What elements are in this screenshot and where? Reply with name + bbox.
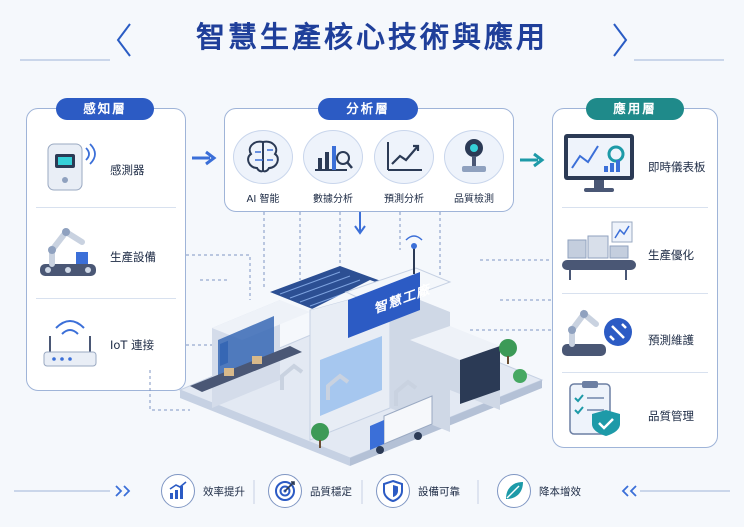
analysis-item-label: 數據分析 — [313, 194, 353, 205]
analysis-item-label: AI 智能 — [246, 194, 280, 205]
dashboard-monitor-icon — [564, 134, 634, 192]
divider — [36, 298, 176, 299]
trend-line-icon — [387, 142, 422, 171]
inspection-camera-icon — [462, 139, 486, 172]
robot-arm-icon — [40, 228, 96, 276]
benefit-label: 降本增效 — [539, 486, 581, 498]
sensing-layer-label: 感知層 — [56, 98, 154, 120]
target-icon — [268, 474, 302, 508]
checklist-shield-icon — [569, 381, 620, 436]
router-icon — [43, 320, 97, 367]
benefit-label: 效率提升 — [203, 486, 245, 498]
divider — [36, 207, 176, 208]
shield-icon — [376, 474, 410, 508]
page-title: 智慧生產核心技術與應用 — [195, 20, 548, 54]
divider — [562, 293, 708, 294]
benefit-label: 設備可靠 — [418, 486, 460, 498]
application-item-label: 生產優化 — [648, 248, 694, 262]
benefits-decoration — [14, 480, 730, 504]
benefit-label: 品質穩定 — [310, 486, 352, 498]
smart-factory-illustration — [178, 235, 544, 466]
analysis-layer-label: 分析層 — [318, 98, 418, 120]
application-item-label: 預測維護 — [648, 333, 694, 347]
analysis-item-label: 品質檢測 — [454, 194, 494, 205]
analysis-item-bg — [374, 130, 434, 184]
brain-icon — [247, 140, 279, 173]
application-item-label: 品質管理 — [648, 409, 694, 423]
sensing-item-label: IoT 連接 — [110, 338, 155, 352]
conveyor-boxes-icon — [562, 221, 636, 280]
analysis-item-label: 預測分析 — [384, 194, 424, 205]
leaf-icon — [497, 474, 531, 508]
divider — [562, 207, 708, 208]
application-item-label: 即時儀表板 — [648, 160, 706, 174]
maintenance-robot-icon — [562, 309, 632, 356]
sensing-item-label: 生產設備 — [110, 250, 156, 264]
sensor-icon — [47, 143, 96, 191]
title-decoration — [20, 23, 724, 61]
bar-chart-magnifier-icon — [315, 146, 353, 171]
application-layer-label: 應用層 — [586, 98, 684, 120]
growth-chart-icon — [161, 474, 195, 508]
sensing-item-label: 感測器 — [110, 163, 145, 177]
divider — [562, 372, 708, 373]
